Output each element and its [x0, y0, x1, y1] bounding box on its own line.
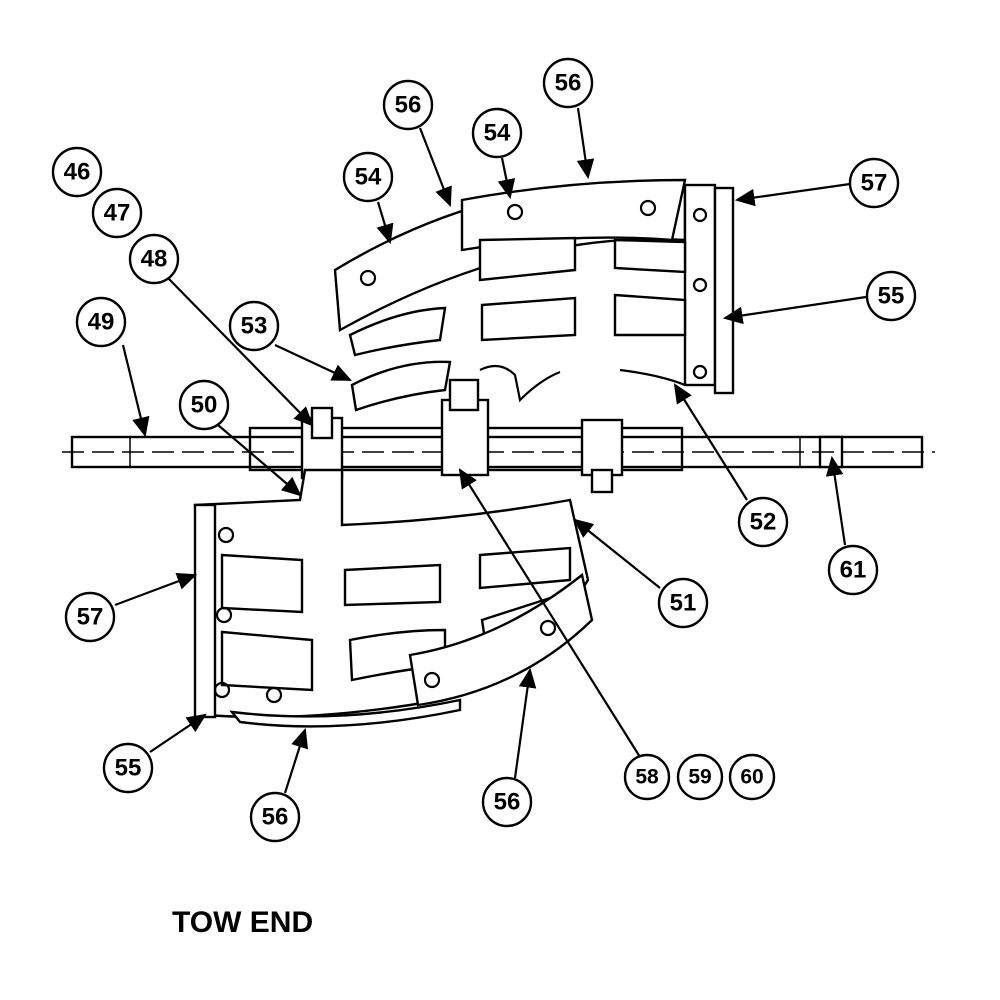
callout-56-upper-right: 56: [542, 57, 594, 109]
svg-text:57: 57: [77, 604, 104, 631]
callout-49: 49: [75, 296, 127, 348]
svg-text:51: 51: [670, 590, 697, 617]
callout-47: 47: [91, 187, 143, 239]
callout-54-right: 54: [471, 107, 523, 159]
svg-text:59: 59: [688, 766, 711, 789]
callout-57-upper: 57: [848, 157, 900, 209]
svg-text:52: 52: [750, 509, 777, 536]
svg-text:60: 60: [740, 766, 763, 789]
svg-text:56: 56: [494, 789, 521, 816]
lower-tine-assembly: [193, 468, 594, 728]
callout-50: 50: [178, 379, 230, 431]
svg-text:61: 61: [840, 557, 867, 584]
svg-text:56: 56: [262, 804, 289, 831]
svg-text:56: 56: [555, 70, 582, 97]
svg-text:54: 54: [355, 164, 382, 191]
svg-text:55: 55: [115, 755, 142, 782]
callout-56-lower-right: 56: [481, 776, 533, 828]
svg-text:58: 58: [635, 766, 659, 789]
callout-60: 60: [728, 753, 776, 801]
svg-text:53: 53: [241, 313, 268, 340]
callout-51: 51: [657, 577, 709, 629]
callout-57-lower: 57: [64, 591, 116, 643]
svg-text:50: 50: [191, 392, 218, 419]
upper-tine-assembly: [333, 178, 735, 412]
svg-text:48: 48: [141, 246, 168, 273]
svg-text:49: 49: [88, 309, 115, 336]
callout-59: 59: [676, 753, 724, 801]
callout-54-left: 54: [342, 151, 394, 203]
svg-text:46: 46: [64, 159, 91, 186]
callout-56-upper-left: 56: [382, 79, 434, 131]
callout-55-lower: 55: [102, 742, 154, 794]
callout-46: 46: [51, 146, 103, 198]
svg-text:54: 54: [484, 120, 511, 147]
callout-58: 58: [623, 753, 671, 801]
callout-55-upper: 55: [865, 270, 917, 322]
diagram-title: TOW END: [172, 906, 313, 939]
callout-52: 52: [737, 496, 789, 548]
callout-56-lower-left: 56: [249, 791, 301, 843]
svg-text:56: 56: [395, 92, 422, 119]
callout-61: 61: [827, 544, 879, 596]
shaft: [62, 435, 935, 469]
svg-text:55: 55: [878, 283, 905, 310]
callout-48: 48: [128, 233, 180, 285]
svg-text:57: 57: [861, 170, 888, 197]
svg-text:47: 47: [104, 200, 131, 227]
callout-53: 53: [228, 300, 280, 352]
leader-lines: [114, 107, 867, 794]
